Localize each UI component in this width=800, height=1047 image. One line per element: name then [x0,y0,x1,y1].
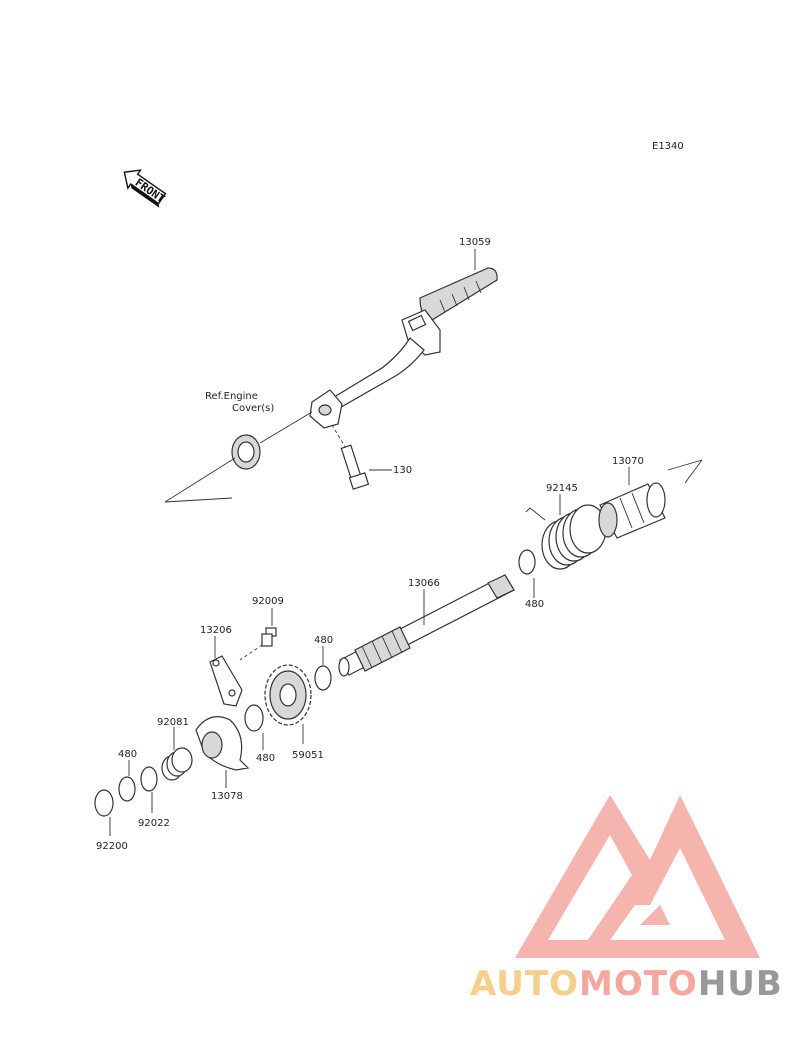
part-label-13066[interactable]: 13066 [408,578,440,589]
part-label-480-a[interactable]: 480 [525,599,545,610]
part-label-13078[interactable]: 13078 [211,791,243,802]
part-label-92081[interactable]: 92081 [157,717,189,728]
watermark-part1: AUTO [470,964,579,1004]
ref-note-line1: Ref.Engine [205,391,258,402]
circlip-480-top [518,549,536,575]
watermark-text: AUTOMOTOHUB [470,964,783,1004]
part-label-13206[interactable]: 13206 [200,625,232,636]
spring-92145 [525,504,607,570]
watermark-part3: HUB [697,964,783,1004]
ref-note-line2: Cover(s) [232,403,275,414]
circlip-480-mid [314,665,332,691]
part-label-480-b[interactable]: 480 [314,635,334,646]
diagram-code: E1340 [652,141,684,152]
part-label-92022[interactable]: 92022 [138,818,170,829]
part-label-13059[interactable]: 13059 [459,237,491,248]
washer-92022 [140,766,158,792]
kick-shaft [338,574,515,677]
guide-13070 [598,482,666,539]
part-label-130[interactable]: 130 [393,465,413,476]
gear-59051 [264,664,312,726]
part-label-92200[interactable]: 92200 [96,841,128,852]
bolt-130 [331,424,370,490]
part-label-92009[interactable]: 92009 [252,596,284,607]
circlip-480-end [118,776,136,802]
part-label-59051[interactable]: 59051 [292,750,324,761]
part-label-480-c[interactable]: 480 [118,749,138,760]
watermark-part2: MOTO [578,964,698,1004]
bolt-92009 [261,627,277,647]
watermark-logo-icon [515,795,760,958]
front-arrow-icon: FRONT [123,169,168,208]
ratchet-13078 [195,716,250,771]
circlip-480-low [244,704,264,732]
part-label-480-d[interactable]: 480 [256,753,276,764]
part-label-13070[interactable]: 13070 [612,456,644,467]
oil-seal [231,434,261,470]
spring-92081 [161,747,193,781]
plate-13206 [209,655,243,707]
kick-pedal [309,267,498,429]
part-label-92145[interactable]: 92145 [546,483,578,494]
washer-92200 [94,789,114,817]
